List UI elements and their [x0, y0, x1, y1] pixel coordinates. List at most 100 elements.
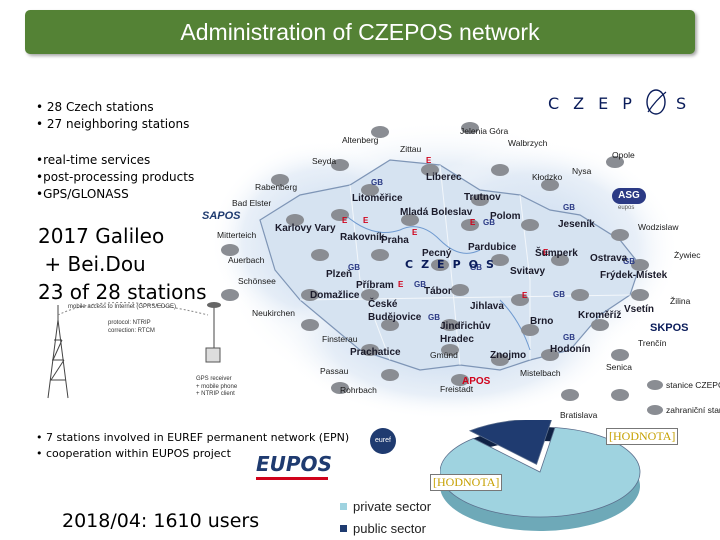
place-neukirchen: Neukirchen [252, 308, 295, 318]
place-pribram: Příbram [356, 280, 394, 291]
gnss-station-illustration: mobile access to Internet (GPRS/EDGE) pr… [28, 300, 258, 400]
client-label: + NTRIP client [196, 391, 235, 397]
place-litomerice: Litoměřice [352, 193, 403, 204]
place-mistelbach: Mistelbach [520, 368, 561, 378]
svg-text:GB: GB [371, 178, 383, 187]
place-klodzko: Kłodzko [532, 172, 563, 182]
place-passau: Passau [320, 366, 349, 376]
mobile-access-caption: mobile access to Internet (GPRS/EDGE) [68, 304, 177, 310]
svg-text:GB: GB [414, 280, 426, 289]
place-tabor: Tábor [424, 286, 452, 297]
place-rohrbach: Rohrbach [340, 385, 377, 395]
czech-stations-text: • 28 Czech stations [36, 100, 154, 114]
place-domazlice: Domažlice [310, 290, 360, 301]
svg-text:E: E [522, 291, 528, 300]
pie-data-label-public: [HODNOTA] [606, 428, 679, 445]
place-mlada-boleslav: Mladá Boleslav [400, 207, 473, 218]
svg-text:E: E [398, 280, 404, 289]
svg-text:E: E [412, 228, 418, 237]
svg-text:GB: GB [563, 333, 575, 342]
svg-text:GB: GB [483, 218, 495, 227]
euref-logo: euref [370, 428, 396, 454]
legend-item-public: public sector [340, 519, 431, 537]
legend-czepos-label: stanice CZEPOS [666, 380, 720, 390]
galileo-block: 2017 Galileo + Bei.Dou 23 of 28 stations [38, 222, 207, 306]
svg-text:E: E [342, 216, 348, 225]
place-bad-elster: Bad Elster [232, 198, 272, 208]
gps-glonass-text: •GPS/GLONASS [36, 187, 129, 201]
place-seyda: Seyda [312, 156, 337, 166]
place-freistadt: Freistadt [440, 384, 474, 394]
pie-slice-public [468, 420, 552, 465]
place-ostrava: Ostrava [590, 253, 628, 264]
phone-label: + mobile phone [196, 384, 238, 390]
svg-text:CZEPOS: CZEPOS [405, 258, 502, 271]
place-kromeriz: Kroměříž [578, 310, 622, 321]
epn-text: • 7 stations involved in EUREF permanent… [36, 431, 350, 444]
legend-foreign-label: zahraniční stanice [666, 405, 720, 415]
place-rabenberg: Rabenberg [255, 182, 298, 192]
place-trutnov: Trutnov [464, 192, 501, 203]
users-count-text: 2018/04: 1610 users [62, 510, 260, 532]
svg-text:GB: GB [428, 313, 440, 322]
legend-item-private: private sector [340, 497, 431, 515]
svg-text:E: E [363, 216, 369, 225]
skpos-logo: SKPOS [650, 322, 689, 334]
legend-label-private: private sector [353, 498, 432, 514]
place-altenberg: Altenberg [342, 135, 379, 145]
galileo-text: 2017 Galileo [38, 224, 165, 248]
czepos-logo: CZEP S [548, 88, 698, 118]
svg-text:E: E [543, 248, 549, 257]
legend-label-public: public sector [353, 520, 426, 536]
neighboring-stations-text: • 27 neighboring stations [36, 117, 190, 131]
place-jesenik: Jeseník [558, 219, 595, 230]
svg-text:CZEP: CZEP [548, 94, 646, 113]
place-praha: Praha [381, 235, 409, 246]
svg-text:GB: GB [348, 263, 360, 272]
page-title: Administration of CZEPOS network [180, 19, 540, 45]
place-zittau: Zittau [400, 144, 422, 154]
sapos-logo: SAPOS [202, 210, 241, 222]
eupos-cooperation-text: • cooperation within EUPOS project [36, 447, 231, 460]
place-ceske-budejovice: České Budějovice [368, 299, 422, 323]
epn-block: • 7 stations involved in EUREF permanent… [36, 430, 349, 462]
title-bar: Administration of CZEPOS network [25, 10, 695, 54]
place-svitavy: Svitavy [510, 266, 546, 277]
place-opole: Opole [612, 150, 635, 160]
svg-text:GB: GB [553, 290, 565, 299]
place-zywiec: Żywiec [674, 250, 701, 260]
eupos-logo: EUPOS [256, 452, 332, 476]
stations-count-text: 23 of 28 stations [38, 280, 207, 304]
place-liberec: Liberec [426, 172, 462, 183]
asg-logo: ASG [612, 188, 646, 204]
place-schonsee: Schönsee [238, 276, 276, 286]
place-jihlava: Jihlava [470, 301, 504, 312]
eupos-underline [256, 477, 328, 480]
protocol-label: protocol: NTRIP [108, 320, 151, 326]
place-wodzislaw: Wodzislaw [638, 222, 679, 232]
place-prachatice: Prachatice [350, 347, 401, 358]
place-karlovy-vary: Karlovy Vary [275, 223, 336, 234]
place-pardubice: Pardubice [468, 242, 517, 253]
place-pecny: Pecný [422, 248, 452, 259]
place-jindrichuv-hradec: Jindřichův Hradec [440, 321, 491, 345]
place-rakovnik: Rakovník [340, 232, 385, 243]
place-hodonin: Hodonín [550, 344, 591, 355]
place-senica: Senica [606, 362, 632, 372]
svg-text:GB: GB [563, 203, 575, 212]
place-jelenia-gora: Jelenia Góra [460, 126, 509, 136]
place-auerbach: Auerbach [228, 255, 265, 265]
apos-logo: APOS [462, 376, 491, 387]
place-brno: Brno [530, 316, 554, 327]
place-plzen: Plzeň [326, 269, 353, 280]
place-walbrzych: Walbrzych [508, 138, 548, 148]
realtime-services-text: •real-time services [36, 153, 151, 167]
stations-block: • 28 Czech stations • 27 neighboring sta… [36, 99, 189, 133]
svg-text:E: E [470, 218, 476, 227]
place-vsetin: Vsetín [624, 304, 655, 315]
place-trencin: Trenčín [638, 338, 667, 348]
place-sumperk: Šumperk [535, 248, 578, 259]
place-finsterau: Finsterau [322, 334, 358, 344]
sector-pie-chart [440, 420, 641, 531]
